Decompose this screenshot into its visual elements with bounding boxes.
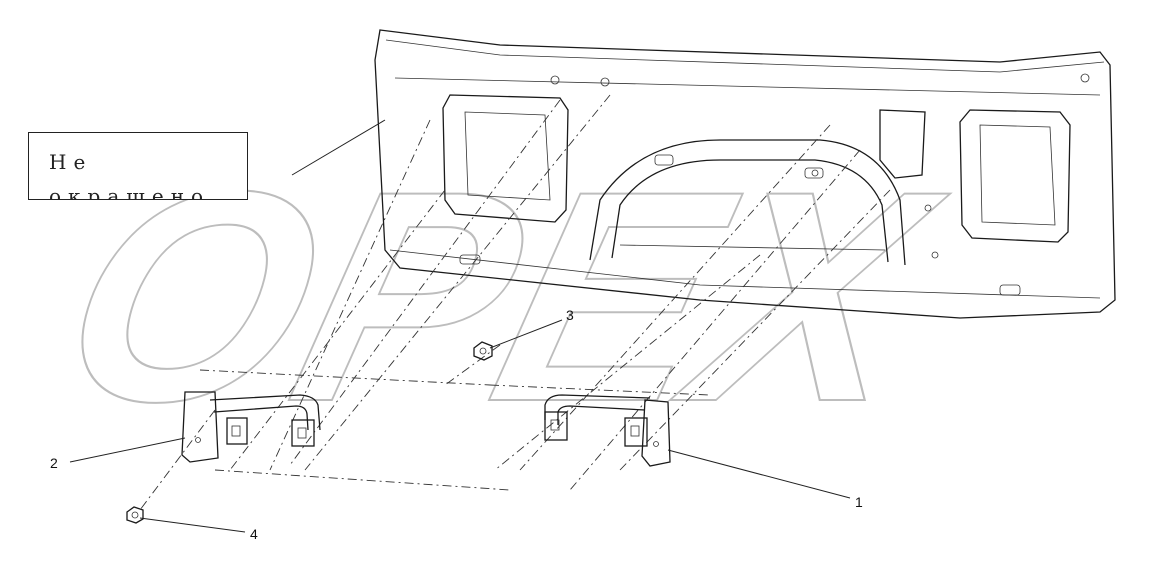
callout-3: 3 (566, 307, 574, 323)
fastener-4 (126, 506, 144, 524)
assembly-lines (139, 94, 891, 511)
rear-panel (374, 29, 1116, 319)
callout-1: 1 (855, 494, 863, 510)
handle-right (544, 394, 671, 467)
note-text: Не окрашено (49, 150, 211, 200)
note-leader (291, 119, 386, 176)
fastener-3 (473, 341, 493, 361)
callout-2: 2 (50, 455, 58, 471)
note-box: Не окрашено (28, 132, 248, 200)
handle-left (181, 391, 321, 463)
callout-4: 4 (250, 526, 258, 542)
leader-lines (69, 319, 851, 533)
